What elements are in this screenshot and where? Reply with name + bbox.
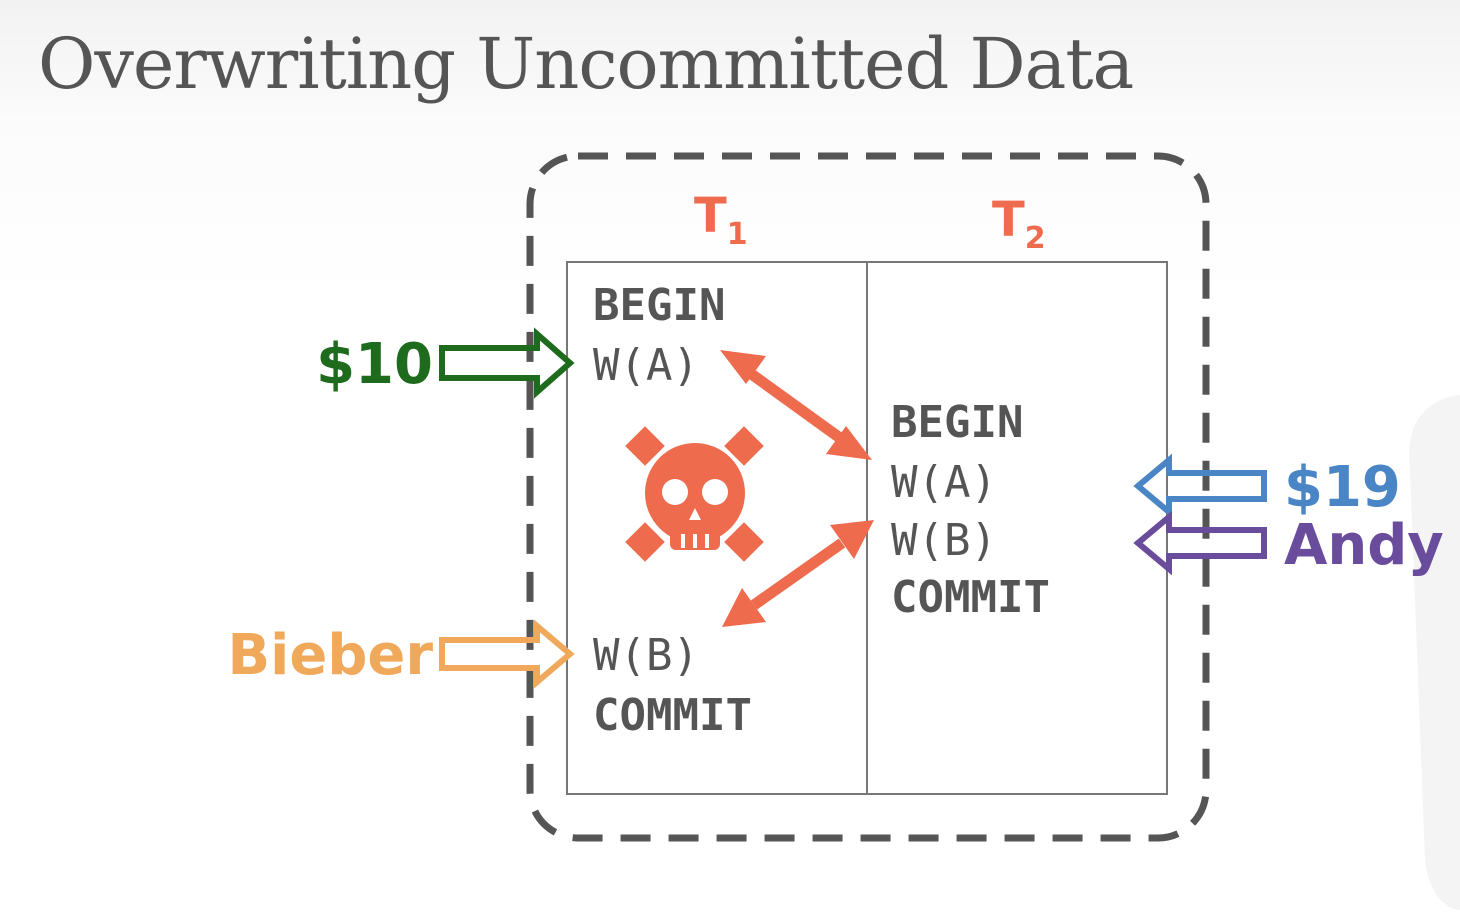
t2-op-commit: COMMIT [891,572,1050,623]
input-t1-write-a-value: $10 [316,332,433,397]
input-t1-write-b: Bieber [227,619,575,689]
input-t1-write-a: $10 [316,327,575,399]
txn-header-t1-label: T [694,188,727,244]
input-t1-write-b-arrow [439,619,575,689]
t1-op-write-b: W(B) [593,630,699,681]
txn-header-t1: T1 [694,188,748,252]
input-t2-write-a: $19 [1133,453,1401,520]
txn-header-t2-subscript: 2 [1025,221,1046,256]
schedule-boundary [526,152,1210,842]
input-t1-write-b-value: Bieber [227,623,433,688]
input-t2-write-b-value: Andy [1284,513,1444,578]
input-t2-write-a-value: $19 [1284,455,1401,520]
t1-op-commit: COMMIT [593,690,752,741]
input-t2-write-b: Andy [1133,510,1444,578]
slide-title: Overwriting Uncommitted Data [38,23,1133,105]
input-t2-write-b-arrow [1133,510,1267,576]
t2-op-write-b: W(B) [891,515,997,566]
conflict-arrow-write-b [722,520,874,627]
t1-op-write-a: W(A) [593,340,699,391]
txn-header-t1-subscript: 1 [727,217,748,252]
txn-header-t2-label: T [992,192,1025,248]
t1-op-begin: BEGIN [593,280,725,331]
background-watermark [1409,395,1460,910]
t2-op-write-a: W(A) [891,457,997,508]
input-t1-write-a-arrow [439,327,575,399]
skull-crossbones-icon [625,426,764,562]
input-t2-write-a-arrow [1133,453,1267,519]
conflict-arrow-write-a [720,350,872,460]
txn-header-t2: T2 [992,192,1046,256]
t2-op-begin: BEGIN [891,397,1023,448]
